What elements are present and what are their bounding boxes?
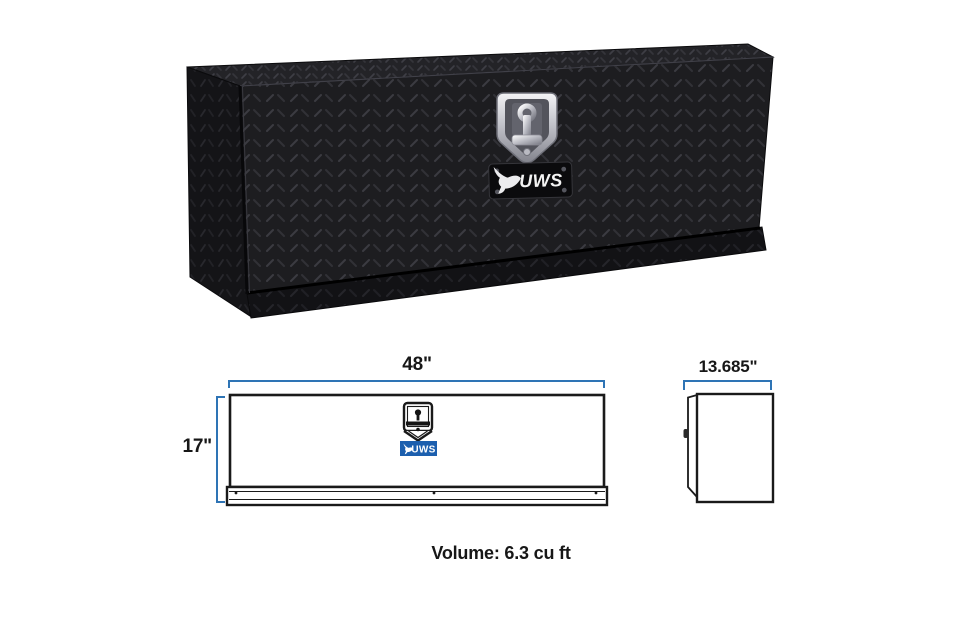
plate-rivet [561,187,567,193]
t-handle-stem [523,115,531,138]
product-photo: UWS [186,43,775,319]
marlin-icon-small [403,443,414,455]
brand-badge-text: UWS [411,445,435,456]
front-view-base-rail [225,485,609,507]
top-front-edge [239,56,774,87]
side-door-panel [687,393,698,500]
side-view-outline [695,392,775,504]
latch-photo [496,92,558,164]
brand-plate-photo: UWS [488,161,573,200]
dim-height-bracket [216,396,225,503]
latch-icon [402,401,434,442]
side-latch-bump [683,429,688,438]
keyhole-icon [414,409,422,416]
dimension-lines [216,380,772,503]
dim-depth-bracket [683,380,772,390]
marlin-icon [493,166,521,194]
front-left-edge-highlight [242,86,250,294]
front-left-edge [238,85,249,295]
door-bottom-shadow [246,226,761,295]
rail-rivet-dot [234,491,238,495]
dim-width-bracket [228,380,605,388]
side-view [683,392,775,504]
brand-badge: UWS [400,441,437,456]
front-view: UWS [225,393,609,507]
rail-rivet-dot [594,491,598,495]
brand-text-photo: UWS [519,170,563,191]
t-handle-bar [511,134,543,146]
latch-screw [523,148,531,156]
plate-rivet [494,189,500,195]
box-left-face [186,66,251,317]
plate-rivet [561,166,567,172]
rail-rivet-dot [432,491,436,495]
